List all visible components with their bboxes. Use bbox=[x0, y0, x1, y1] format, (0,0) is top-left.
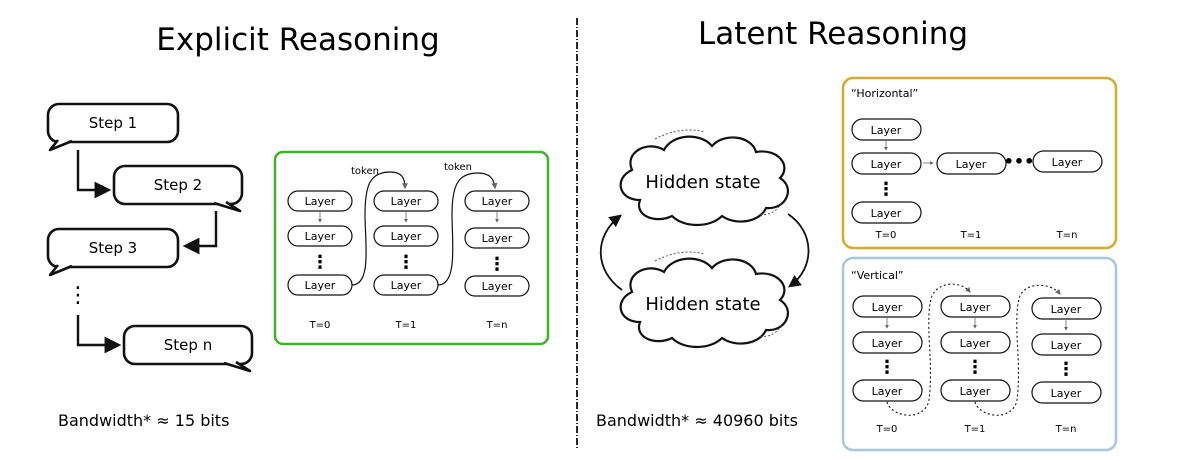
step-bubble-n: Step n bbox=[122, 324, 254, 373]
step-bubble-1: Step 1 bbox=[46, 102, 180, 152]
horizontal-box bbox=[841, 76, 1118, 250]
explicit-col-tn: Layer Layer ⋮ Layer bbox=[464, 190, 530, 297]
layer-label: Layer bbox=[960, 385, 991, 398]
explicit-col-t0: Layer Layer ⋮ Layer bbox=[287, 190, 353, 296]
cloud-arrow-down bbox=[787, 213, 810, 288]
h-time-tn: T=n bbox=[1056, 230, 1078, 241]
hidden-state-label-bottom: Hidden state bbox=[645, 294, 760, 315]
layer-label: Layer bbox=[1052, 156, 1083, 169]
v-col-t1: Layer Layer ⋮ Layer bbox=[940, 295, 1011, 402]
h-layer-top bbox=[851, 118, 922, 141]
v-time-t0: T=0 bbox=[876, 424, 898, 435]
arrow-to-step-n bbox=[76, 315, 122, 354]
horizontal-label: “Horizontal” bbox=[851, 87, 918, 100]
svg-text:⋮: ⋮ bbox=[488, 254, 506, 275]
explicit-token-box bbox=[273, 150, 550, 346]
time-label-t0: T=0 bbox=[309, 320, 331, 331]
steps-ellipsis: ⋮ bbox=[67, 283, 89, 308]
step-2-label: Step 2 bbox=[154, 176, 202, 194]
step-n-label: Step n bbox=[164, 336, 212, 354]
v-time-tn: T=n bbox=[1055, 424, 1077, 435]
layer-label: Layer bbox=[956, 158, 987, 171]
layer-label: Layer bbox=[391, 279, 422, 292]
h-layer-bottom bbox=[851, 201, 922, 224]
layer-label: Layer bbox=[305, 279, 336, 292]
svg-text:⋮: ⋮ bbox=[966, 357, 984, 378]
layer-label: Layer bbox=[960, 301, 991, 314]
layer-label: Layer bbox=[305, 195, 336, 208]
h-time-t0: T=0 bbox=[875, 230, 897, 241]
layer-label: Layer bbox=[391, 195, 422, 208]
vertical-label: “Vertical” bbox=[851, 269, 904, 282]
layer-label: Layer bbox=[482, 232, 513, 245]
layer-label: Layer bbox=[871, 207, 902, 220]
h-layer-t1 bbox=[936, 152, 1007, 175]
token-arrow-1 bbox=[351, 171, 408, 286]
hidden-state-cloud-bottom: Hidden state bbox=[619, 251, 789, 349]
layer-label: Layer bbox=[960, 337, 991, 350]
h-time-t1: T=1 bbox=[960, 230, 982, 241]
step-1-label: Step 1 bbox=[89, 114, 137, 132]
layer-label: Layer bbox=[1051, 387, 1082, 400]
time-label-t1: T=1 bbox=[395, 320, 417, 331]
h-layer-tn bbox=[1032, 150, 1103, 173]
layer-label: Layer bbox=[871, 124, 902, 137]
token-label-2: token bbox=[444, 162, 472, 173]
hidden-state-cloud-top: Hidden state bbox=[619, 129, 789, 227]
arrow-step1-to-step2 bbox=[76, 150, 112, 199]
vertical-box bbox=[841, 256, 1118, 452]
v-col-t0: Layer Layer ⋮ Layer bbox=[852, 295, 923, 402]
explicit-title: Explicit Reasoning bbox=[156, 22, 439, 58]
layer-label: Layer bbox=[871, 158, 902, 171]
layer-label: Layer bbox=[872, 301, 903, 314]
svg-text:⋮: ⋮ bbox=[397, 252, 415, 273]
latent-title: Latent Reasoning bbox=[698, 16, 968, 52]
vertical-loop-2 bbox=[974, 284, 1061, 416]
explicit-col-t1: Layer Layer ⋮ Layer bbox=[373, 190, 439, 296]
step-3-label: Step 3 bbox=[89, 239, 137, 257]
v-time-t1: T=1 bbox=[964, 424, 986, 435]
layer-label: Layer bbox=[1051, 303, 1082, 316]
hidden-state-label-top: Hidden state bbox=[645, 172, 760, 193]
svg-text:⋮: ⋮ bbox=[311, 252, 329, 273]
svg-text:⋮: ⋮ bbox=[877, 179, 895, 200]
layer-label: Layer bbox=[305, 230, 336, 243]
token-arrow-2 bbox=[437, 172, 498, 286]
time-label-tn: T=n bbox=[486, 320, 508, 331]
step-bubble-2: Step 2 bbox=[112, 164, 244, 213]
svg-text:⋮: ⋮ bbox=[878, 357, 896, 378]
h-layer-mid bbox=[851, 152, 922, 175]
layer-label: Layer bbox=[872, 337, 903, 350]
svg-text:⋮: ⋮ bbox=[1057, 359, 1075, 380]
arrow-step2-to-step3 bbox=[182, 211, 218, 255]
layer-label: Layer bbox=[391, 230, 422, 243]
cloud-arrow-up bbox=[599, 214, 623, 291]
explicit-bandwidth: Bandwidth* ≈ 15 bits bbox=[58, 411, 229, 430]
layer-label: Layer bbox=[482, 280, 513, 293]
step-bubble-3: Step 3 bbox=[46, 227, 180, 277]
latent-bandwidth: Bandwidth* ≈ 40960 bits bbox=[596, 411, 798, 430]
svg-text:•••: ••• bbox=[1004, 152, 1035, 171]
vertical-loop-1 bbox=[886, 283, 971, 416]
v-col-tn: Layer Layer ⋮ Layer bbox=[1031, 297, 1102, 404]
layer-label: Layer bbox=[1051, 339, 1082, 352]
token-label-1: token bbox=[351, 166, 379, 177]
layer-label: Layer bbox=[482, 195, 513, 208]
layer-label: Layer bbox=[872, 385, 903, 398]
